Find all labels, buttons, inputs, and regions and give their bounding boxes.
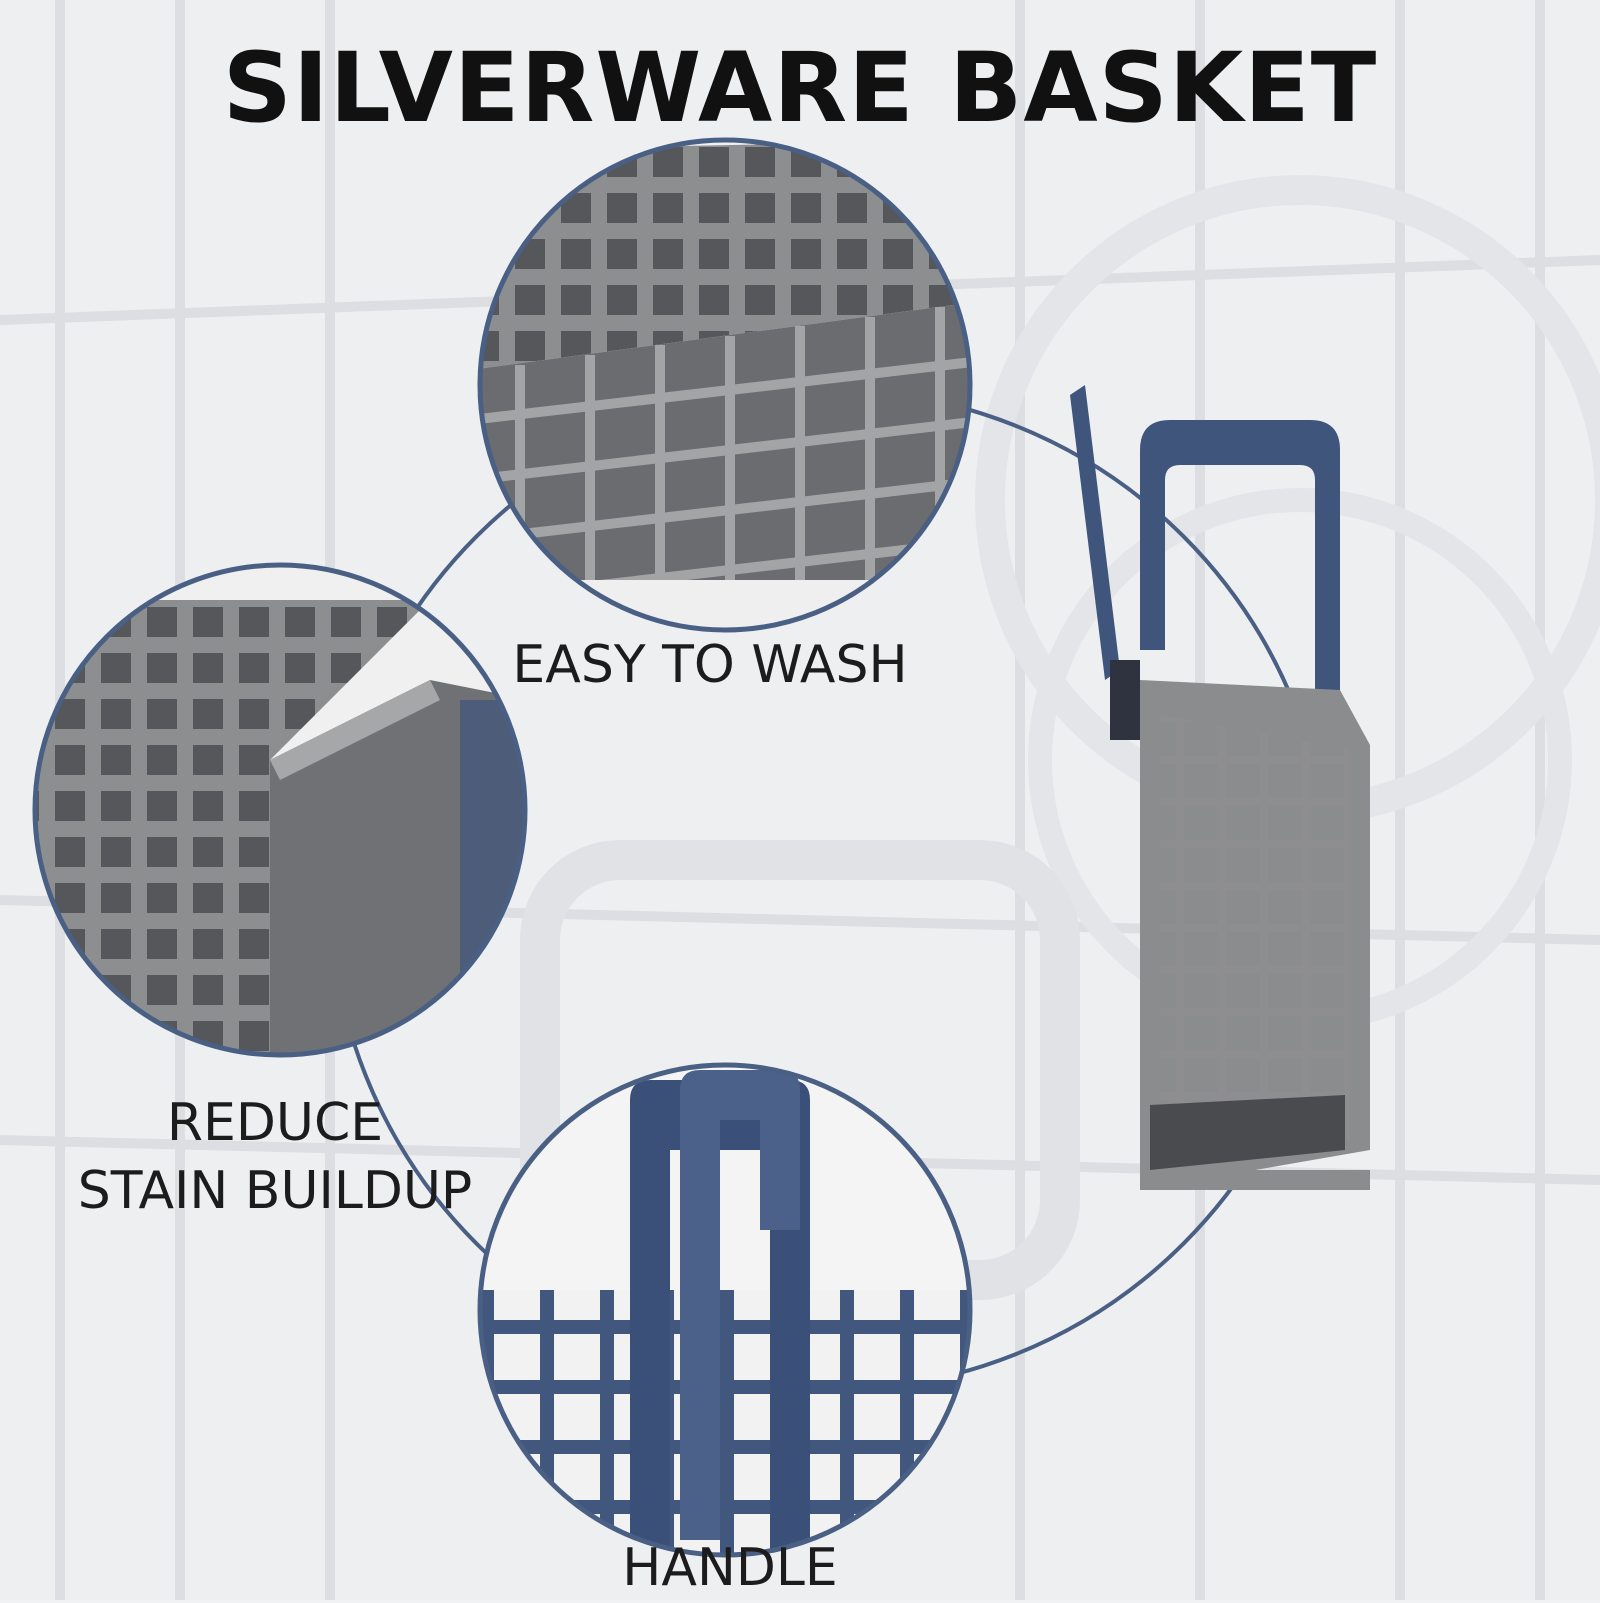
zoom-circle-stain bbox=[32, 562, 528, 1058]
callout-easy-to-wash: EASY TO WASH bbox=[512, 635, 908, 695]
callout-reduce-stain: REDUCE STAIN BUILDUP bbox=[60, 1090, 490, 1225]
callout-reduce-stain-line1: REDUCE bbox=[166, 1093, 384, 1153]
page-title: SILVERWARE BASKET bbox=[222, 32, 1378, 144]
callout-reduce-stain-line2: STAIN BUILDUP bbox=[77, 1160, 473, 1221]
silverware-basket bbox=[1070, 385, 1370, 1190]
callout-handle: HANDLE bbox=[622, 1538, 838, 1598]
